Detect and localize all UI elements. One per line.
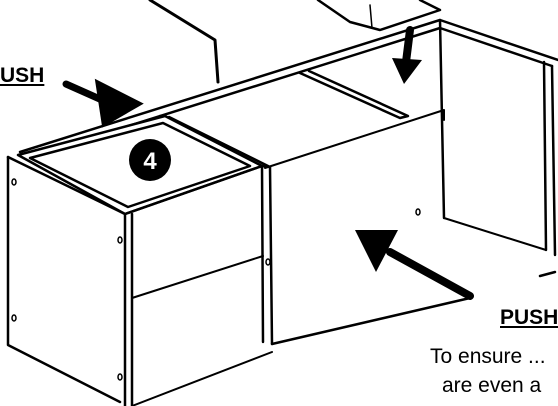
instruction-line-1: To ensure ... bbox=[430, 345, 546, 368]
push-left-arrow bbox=[62, 78, 144, 128]
back-panel-edge bbox=[264, 109, 445, 169]
push-right-arrow bbox=[355, 230, 474, 300]
step-number: 4 bbox=[143, 148, 157, 175]
push-down-arrow bbox=[392, 26, 422, 84]
pointer-line bbox=[148, 0, 220, 84]
bottom-edge bbox=[270, 270, 557, 346]
right-end-panel bbox=[438, 18, 557, 257]
push-label-left: USH bbox=[0, 64, 45, 87]
step-badge: 4 bbox=[129, 139, 171, 181]
instruction-line-2: are even a bbox=[442, 374, 542, 397]
push-label-right: PUSH bbox=[500, 306, 558, 329]
hole-markers bbox=[11, 178, 421, 381]
front-face bbox=[6, 155, 273, 406]
top-panel-piece bbox=[316, 0, 442, 32]
divider-panel-2 bbox=[298, 69, 410, 120]
